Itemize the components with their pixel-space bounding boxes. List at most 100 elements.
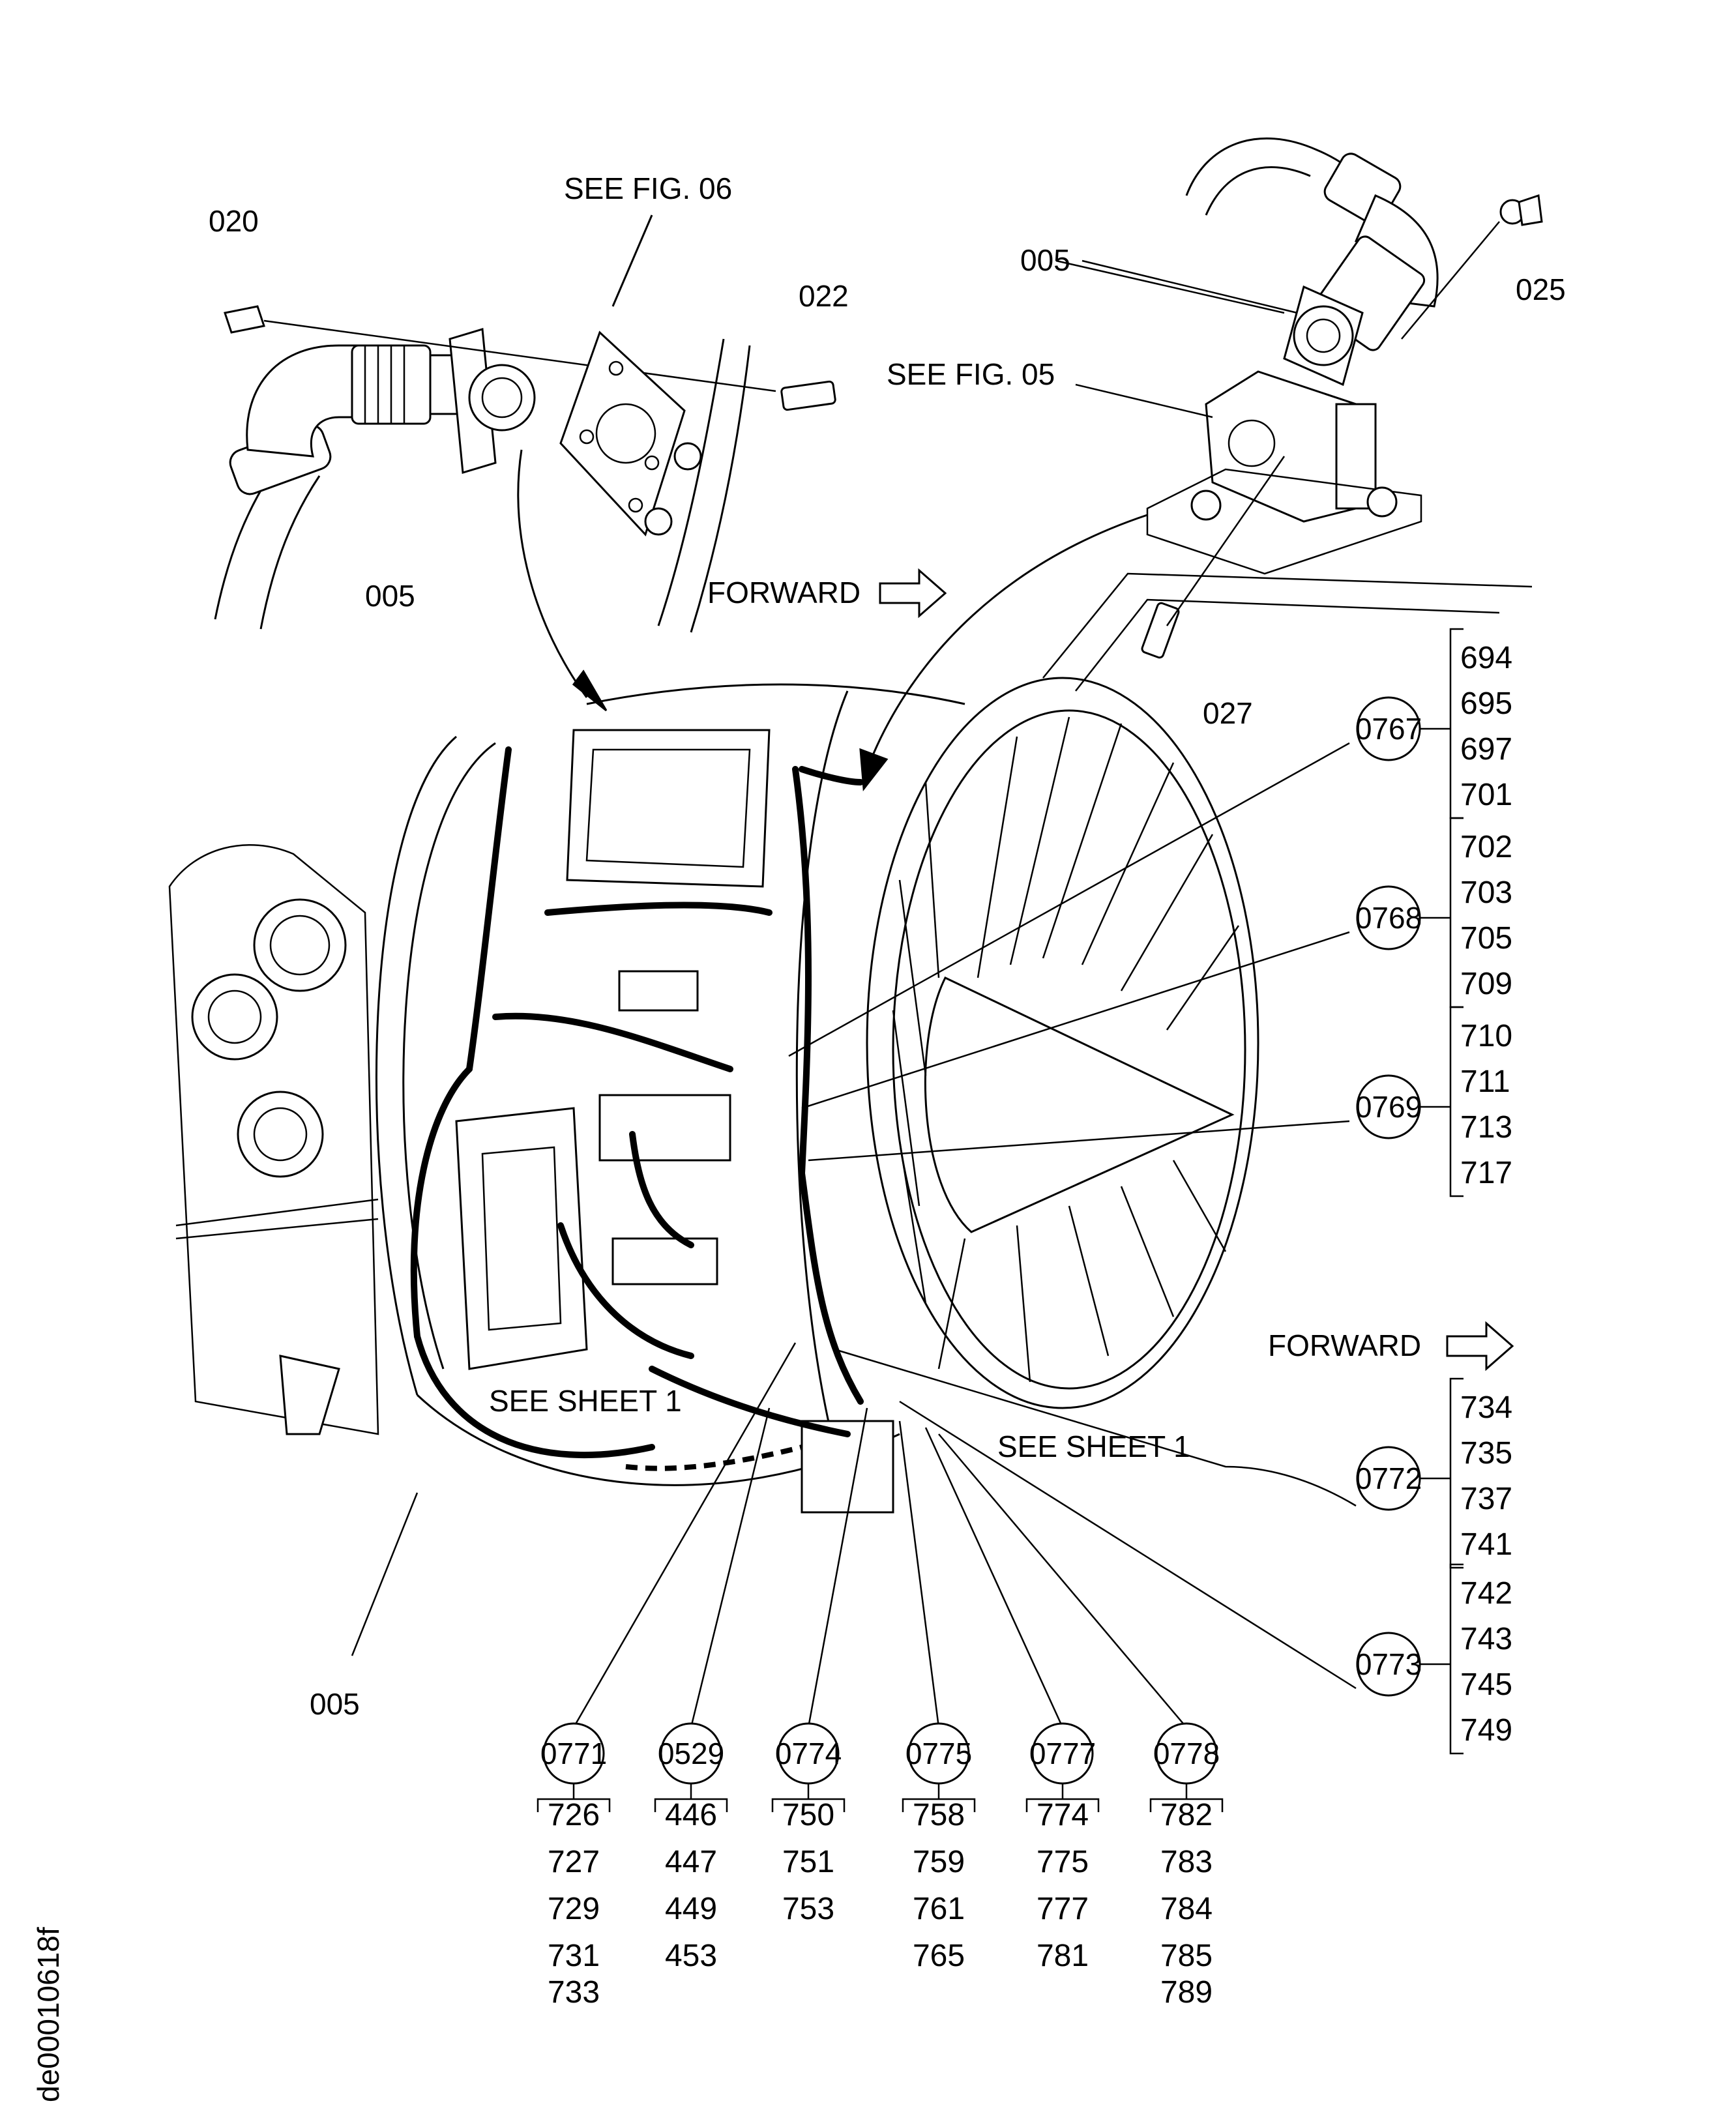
callout-item: 745 — [1460, 1667, 1512, 1702]
callout-item: 695 — [1460, 686, 1512, 721]
callout-item: 697 — [1460, 732, 1512, 767]
callout-bracket — [1149, 1798, 1224, 1812]
callout-item: 737 — [1460, 1482, 1512, 1516]
callout-item: 703 — [1460, 875, 1512, 910]
callout-group-0774: 0774 750 751 753 — [771, 1722, 846, 1926]
callout-item: 729 — [548, 1892, 600, 1926]
callout-item: 750 — [782, 1798, 834, 1832]
callout-item: 742 — [1460, 1576, 1512, 1611]
bracket-fig-06 — [517, 214, 836, 712]
callout-item: 741 — [1460, 1527, 1512, 1562]
callout-id: 0768 — [1355, 901, 1422, 935]
label-see-sheet-1-right: SEE SHEET 1 — [997, 1430, 1190, 1463]
callout-item: 759 — [913, 1845, 965, 1879]
callout-id: 0772 — [1355, 1461, 1422, 1495]
callout-id: 0769 — [1355, 1090, 1422, 1124]
callout-item: 731 — [548, 1939, 600, 1973]
label-020: 020 — [209, 204, 259, 238]
label-025: 025 — [1516, 272, 1566, 306]
callout-item: 735 — [1460, 1436, 1512, 1471]
wiring-harness — [410, 746, 864, 1471]
callout-id: 0529 — [658, 1737, 724, 1770]
engine-illustration — [168, 677, 1259, 1514]
callout-group-0775: 0775 758 759 761 765 — [902, 1722, 976, 1973]
callout-item: 449 — [665, 1892, 717, 1926]
callout-item: 765 — [913, 1939, 965, 1973]
forward-arrow-right-icon — [1446, 1321, 1514, 1372]
callout-id: 0767 — [1355, 712, 1422, 746]
callout-group-0529: 0529 446 447 449 453 — [654, 1722, 728, 1973]
label-see-fig-05: SEE FIG. 05 — [887, 357, 1055, 391]
callout-item: 758 — [913, 1798, 965, 1832]
label-005-left: 005 — [365, 579, 415, 613]
connector-detail-right — [859, 137, 1543, 791]
callout-item: 784 — [1160, 1892, 1213, 1926]
callout-group-0777: 0777 774 775 777 781 — [1025, 1722, 1100, 1973]
callout-id: 0773 — [1355, 1647, 1422, 1681]
callout-item: 782 — [1160, 1798, 1213, 1832]
callout-item: 734 — [1460, 1390, 1512, 1425]
callout-item: 705 — [1460, 921, 1512, 956]
callout-item: 446 — [665, 1798, 717, 1832]
callout-item: 785 — [1160, 1939, 1213, 1973]
callout-bracket — [537, 1798, 611, 1812]
forward-arrow-top-icon — [879, 568, 947, 619]
callout-id: 0775 — [905, 1737, 972, 1770]
callout-item: 751 — [782, 1845, 834, 1879]
callout-item: 709 — [1460, 967, 1512, 1001]
right-callout-groups: 0767 694 695 697 701 0768 702 703 705 709 0769 710 7… — [1355, 628, 1512, 1755]
callout-item: 733 — [548, 1975, 600, 2010]
callout-group-0767: 0767 694 695 697 701 — [1355, 628, 1512, 819]
connector-detail-left — [214, 305, 776, 630]
callout-item: 453 — [665, 1939, 717, 1973]
callout-bracket — [1025, 1798, 1100, 1812]
callout-item: 775 — [1037, 1845, 1089, 1879]
callout-item: 701 — [1460, 778, 1512, 812]
callout-item: 727 — [548, 1845, 600, 1879]
callout-bracket — [902, 1798, 976, 1812]
callout-id: 0771 — [540, 1737, 607, 1770]
callout-item: 711 — [1460, 1064, 1510, 1099]
callout-group-0773: 0773 742 743 745 749 — [1355, 1563, 1512, 1755]
label-022: 022 — [799, 279, 849, 313]
label-forward-top: FORWARD — [707, 576, 861, 609]
label-027: 027 — [1203, 696, 1253, 730]
callout-bracket — [1449, 1563, 1464, 1755]
callout-item: 713 — [1460, 1110, 1512, 1145]
callout-bracket — [771, 1798, 846, 1812]
callout-bracket — [1449, 1377, 1464, 1569]
callout-item: 781 — [1037, 1939, 1089, 1973]
callout-item: 753 — [782, 1892, 834, 1926]
callout-item: 702 — [1460, 830, 1512, 864]
drawing-id: de00010618f — [31, 1927, 65, 2102]
callout-group-0772: 0772 734 735 737 741 — [1355, 1377, 1512, 1569]
callout-group-0769: 0769 710 711 713 717 — [1355, 1006, 1512, 1197]
label-see-fig-06: SEE FIG. 06 — [564, 171, 732, 205]
callout-item: 447 — [665, 1845, 717, 1879]
callout-item: 726 — [548, 1798, 600, 1832]
callout-item: 694 — [1460, 641, 1512, 675]
label-005-right: 005 — [1020, 243, 1070, 277]
callout-bracket — [654, 1798, 728, 1812]
callout-item: 774 — [1037, 1798, 1089, 1832]
callout-id: 0778 — [1153, 1737, 1220, 1770]
label-005-bottom: 005 — [310, 1687, 360, 1721]
callout-item: 710 — [1460, 1019, 1512, 1053]
callout-item: 789 — [1160, 1975, 1213, 2010]
callout-item: 783 — [1160, 1845, 1213, 1879]
callout-id: 0777 — [1029, 1737, 1096, 1770]
callout-group-0768: 0768 702 703 705 709 — [1355, 817, 1512, 1008]
part-labels: 020 005 SEE FIG. 06 022 005 SEE FIG. 05 … — [31, 171, 1566, 2102]
label-see-sheet-1-left: SEE SHEET 1 — [489, 1384, 682, 1418]
callout-item: 749 — [1460, 1713, 1512, 1748]
callout-item: 761 — [913, 1892, 965, 1926]
callout-id: 0774 — [775, 1737, 842, 1770]
callout-item: 777 — [1037, 1892, 1089, 1926]
callout-item: 743 — [1460, 1622, 1512, 1656]
callout-item: 717 — [1460, 1156, 1512, 1190]
label-forward-right: FORWARD — [1268, 1328, 1421, 1362]
